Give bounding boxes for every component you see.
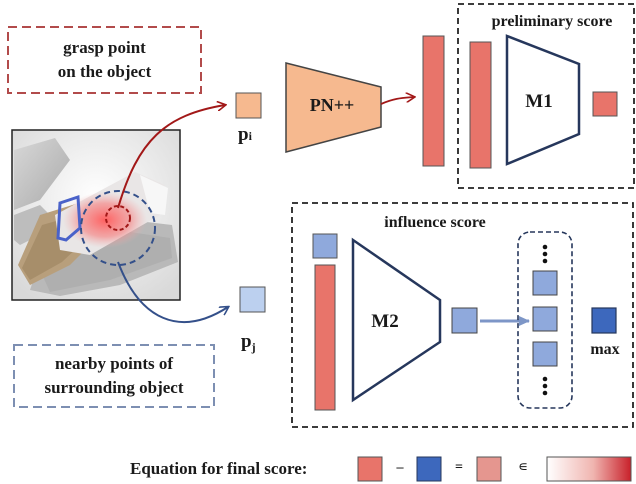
m2-feature-bar — [314, 264, 336, 411]
pi-label: pi — [238, 124, 252, 145]
pn-network — [285, 62, 382, 153]
element-of-sign: ∊ — [517, 460, 529, 475]
grasp-point-box — [7, 26, 202, 94]
m2-output-square — [451, 307, 478, 334]
m1-input-bar — [469, 41, 492, 169]
eq-preliminary-square — [357, 456, 383, 482]
nearby-points-box — [13, 344, 215, 408]
minus-sign: – — [396, 460, 404, 475]
bottom-ellipsis-icon — [542, 376, 548, 396]
equals-sign: = — [455, 460, 463, 475]
pj-square — [239, 286, 266, 313]
score-colorbar — [546, 456, 632, 482]
influence-square — [532, 270, 558, 296]
top-ellipsis-icon — [542, 244, 548, 264]
pj-label: pj — [241, 331, 256, 354]
m2-network — [351, 237, 442, 403]
equation-label: Equation for final score: — [130, 459, 308, 478]
feature-bar — [422, 35, 445, 167]
pi-square — [235, 92, 262, 119]
influence-list — [517, 231, 573, 409]
preliminary-score-square — [592, 91, 618, 117]
grasp-arrow — [117, 105, 225, 209]
m2-label: M2 — [371, 311, 399, 332]
influence-square — [532, 306, 558, 332]
eq-final-square — [476, 456, 502, 482]
m1-label: M1 — [525, 91, 553, 112]
grasp-point-label: grasp point on the object — [57, 38, 152, 81]
influence-score-box — [291, 202, 634, 428]
eq-influence-square — [416, 456, 442, 482]
pn-label: PN++ — [309, 95, 355, 115]
pn-arrow — [380, 97, 414, 105]
object-image — [11, 129, 181, 301]
preliminary-score-label: preliminary score — [491, 13, 613, 30]
max-square — [591, 307, 617, 334]
influence-score-label: influence score — [384, 214, 486, 231]
nearby-points-label: nearby points of surrounding object — [44, 354, 184, 397]
m1-network — [505, 34, 581, 166]
influence-square — [532, 341, 558, 367]
nearby-arrow — [117, 261, 228, 323]
max-label: max — [590, 341, 620, 358]
m2-pi-square — [312, 233, 338, 259]
